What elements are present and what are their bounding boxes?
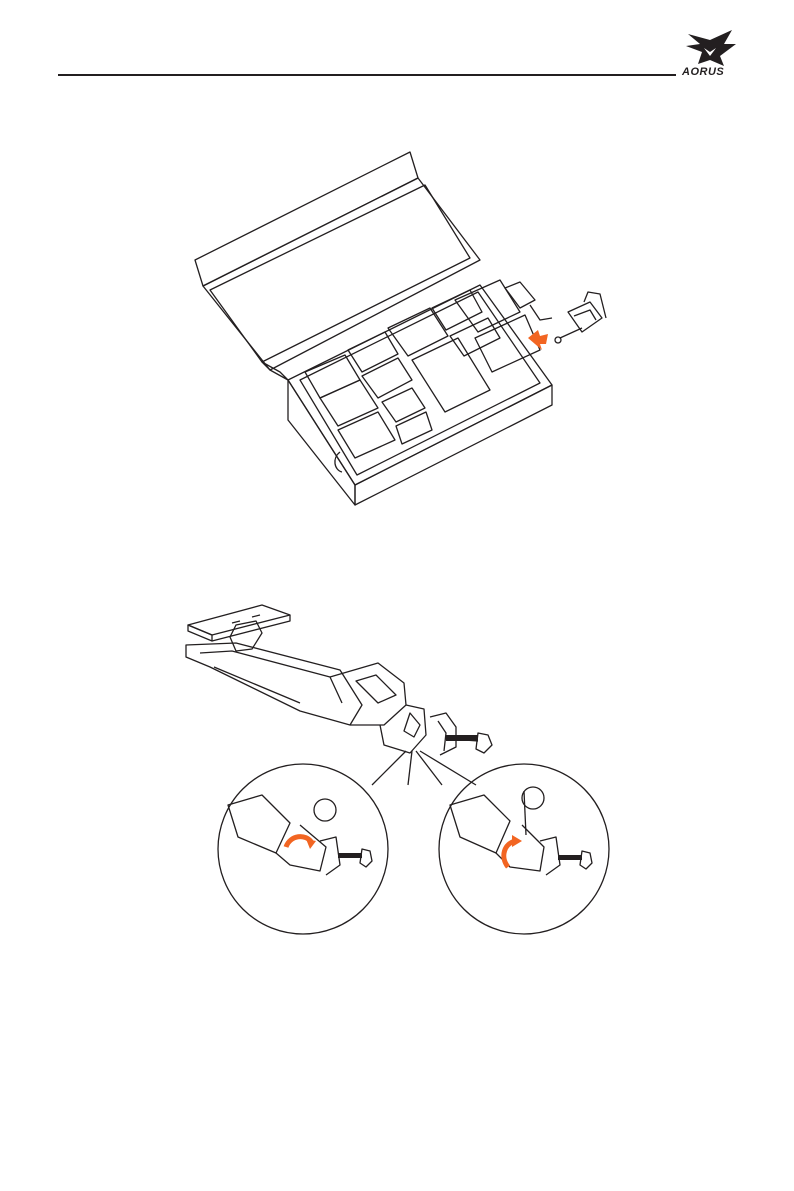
stand-assembly-figure bbox=[0, 585, 794, 940]
brand-wordmark: AORUS bbox=[682, 66, 724, 78]
header-rule bbox=[58, 74, 676, 76]
insert-arrow-icon bbox=[528, 330, 548, 350]
packaging-box-figure bbox=[0, 140, 794, 520]
stand-assembly-illustration bbox=[0, 585, 794, 940]
packaging-box-illustration bbox=[0, 140, 794, 520]
